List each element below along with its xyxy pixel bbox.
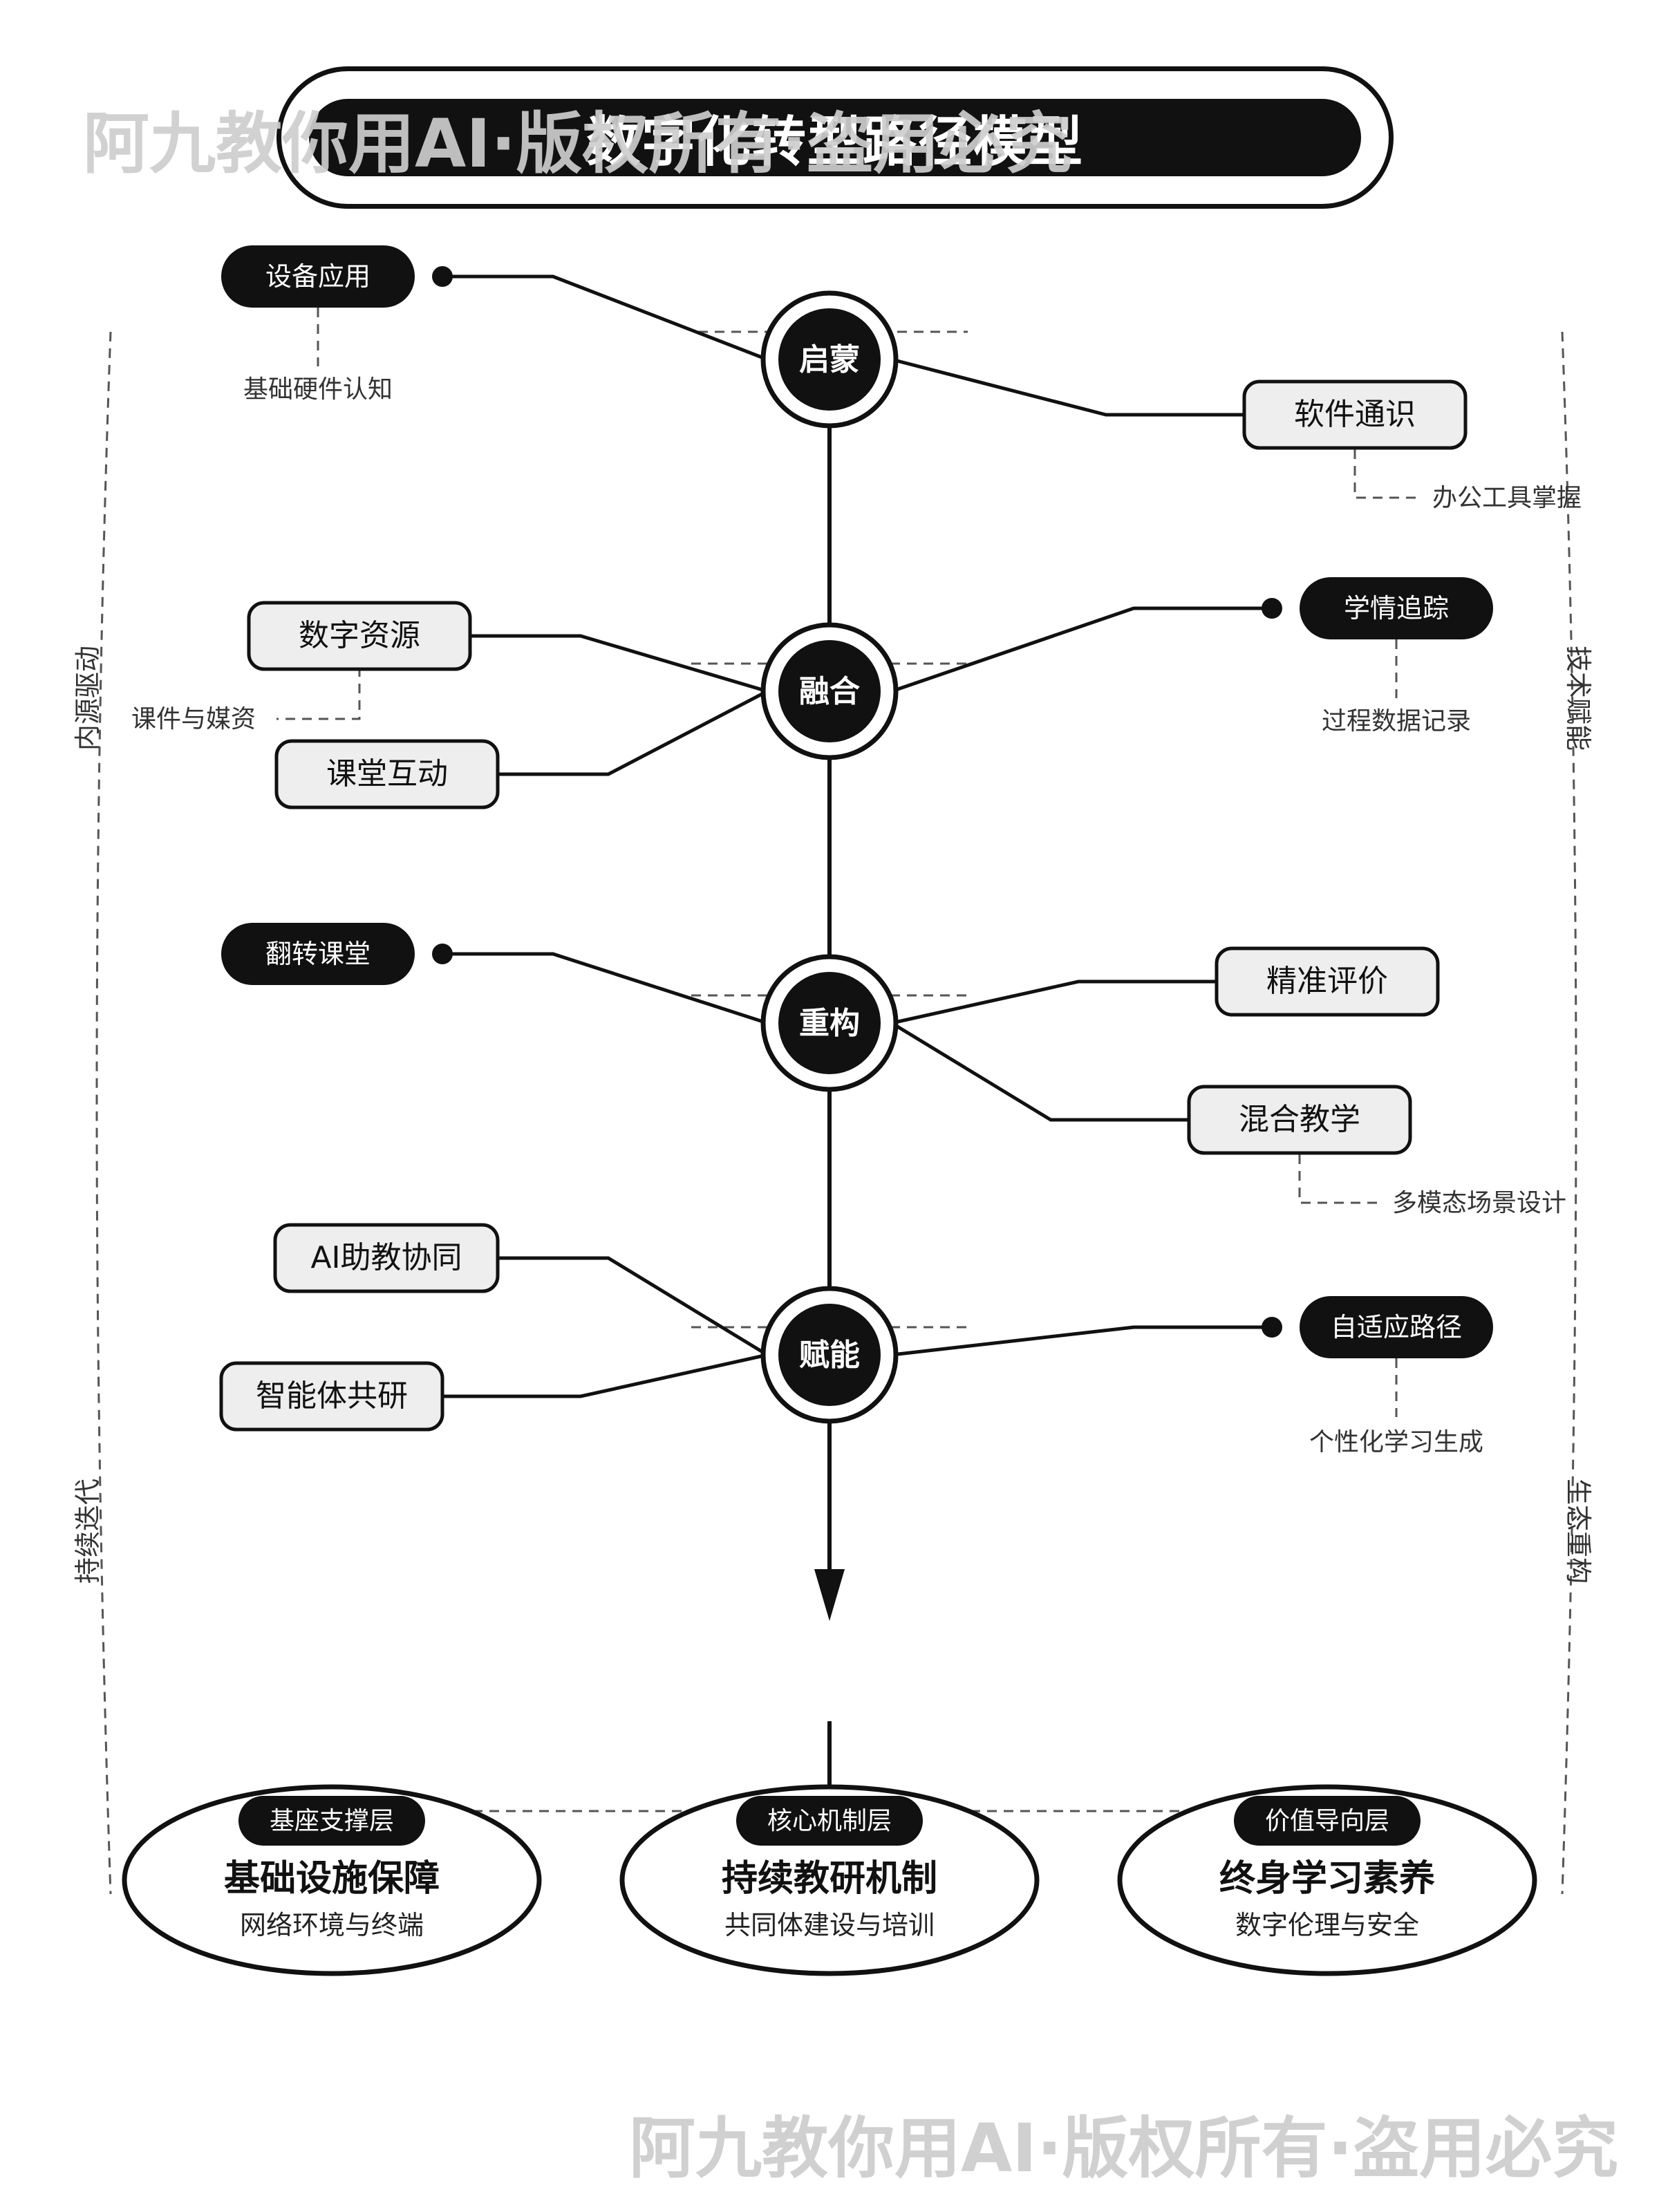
svg-text:终身学习素养: 终身学习素养 <box>1219 1858 1435 1900</box>
svg-text:智能体共研: 智能体共研 <box>256 1378 408 1414</box>
connector-device <box>442 274 768 362</box>
stage-node-2: 融合 <box>760 622 899 760</box>
svg-text:基座支撑层: 基座支撑层 <box>270 1807 394 1835</box>
pill-adaptive-path: 自适应路径 <box>1300 1296 1493 1358</box>
pill-digital-resources: 数字资源 <box>247 601 472 671</box>
svg-text:价值导向层: 价值导向层 <box>1265 1807 1389 1835</box>
svg-text:数字伦理与安全: 数字伦理与安全 <box>1235 1910 1419 1940</box>
stage-empowerment <box>442 1256 1398 1417</box>
svg-text:学情追踪: 学情追踪 <box>1344 593 1449 624</box>
svg-text:混合教学: 混合教学 <box>1239 1102 1360 1137</box>
svg-text:设备应用: 设备应用 <box>265 261 371 292</box>
svg-text:核心机制层: 核心机制层 <box>767 1807 892 1835</box>
svg-text:共同体建设与培训: 共同体建设与培训 <box>724 1910 935 1940</box>
svg-text:精准评价: 精准评价 <box>1266 964 1388 999</box>
svg-text:翻转课堂: 翻转课堂 <box>265 939 371 969</box>
stage-node-1: 启蒙 <box>760 290 899 429</box>
stage-label: 赋能 <box>799 1338 860 1373</box>
svg-text:自适应路径: 自适应路径 <box>1331 1312 1462 1342</box>
foundation-values: 价值导向层 终身学习素养 数字伦理与安全 <box>1117 1784 1537 1976</box>
svg-text:课堂互动: 课堂互动 <box>326 756 448 791</box>
note-process-data: 过程数据记录 <box>1322 707 1471 735</box>
pill-classroom-interaction: 课堂互动 <box>274 739 500 809</box>
side-label-right-bottom: 生态重构 <box>1563 1479 1593 1584</box>
note-courseware: 课件与媒资 <box>131 705 256 733</box>
svg-text:持续教研机制: 持续教研机制 <box>722 1858 937 1900</box>
pill-ai-assistant: AI助教协同 <box>273 1223 500 1293</box>
note-personalized: 个性化学习生成 <box>1309 1428 1483 1456</box>
title-inner: 数字化转型路径模型 <box>309 99 1361 176</box>
spine-arrow-icon <box>814 1569 845 1621</box>
pill-learning-tracking: 学情追踪 <box>1300 577 1493 639</box>
stage-label: 重构 <box>799 1006 860 1041</box>
right-bracket <box>1561 331 1577 1895</box>
connector-software <box>891 357 1244 417</box>
side-label-right-top: 技术赋能 <box>1563 646 1593 751</box>
stage-node-4: 赋能 <box>760 1286 899 1424</box>
left-bracket <box>95 331 112 1895</box>
pill-software-literacy: 软件通识 <box>1242 379 1468 450</box>
svg-text:AI助教协同: AI助教协同 <box>310 1240 462 1275</box>
svg-text:基础设施保障: 基础设施保障 <box>224 1858 440 1900</box>
side-label-left-bottom: 持续迭代 <box>73 1479 103 1584</box>
foundation-infrastructure: 基座支撑层 基础设施保障 网络环境与终端 <box>122 1784 542 1976</box>
title-banner: 数字化转型路径模型 <box>276 66 1394 209</box>
pill-blended-teaching: 混合教学 <box>1187 1085 1412 1155</box>
note-hardware: 基础硬件认知 <box>243 375 393 404</box>
watermark-top: 阿九教你用AI·版权所有·盗用必究 <box>83 105 1072 182</box>
page-title: 数字化转型路径模型 <box>585 111 1084 174</box>
watermark-bottom: 阿九教你用AI·版权所有·盗用必究 <box>629 2110 1618 2187</box>
foundation-mechanism: 核心机制层 持续教研机制 共同体建设与培训 <box>619 1784 1040 1976</box>
svg-text:软件通识: 软件通识 <box>1294 397 1416 432</box>
svg-text:网络环境与终端: 网络环境与终端 <box>240 1910 424 1940</box>
svg-text:数字资源: 数字资源 <box>299 618 420 653</box>
note-multimodal: 多模态场景设计 <box>1392 1189 1566 1217</box>
connector-dot <box>432 266 453 287</box>
stage-label: 融合 <box>799 674 860 709</box>
pill-precise-evaluation: 精准评价 <box>1215 946 1440 1017</box>
stage-node-3: 重构 <box>760 954 899 1092</box>
note-office-tools: 办公工具掌握 <box>1432 484 1582 512</box>
pill-agent-coresearch: 智能体共研 <box>219 1361 444 1432</box>
pill-device-application: 设备应用 <box>221 245 415 308</box>
side-label-left-top: 内源驱动 <box>73 646 103 751</box>
stage-label: 启蒙 <box>799 342 860 377</box>
pill-flipped-classroom: 翻转课堂 <box>221 923 415 985</box>
